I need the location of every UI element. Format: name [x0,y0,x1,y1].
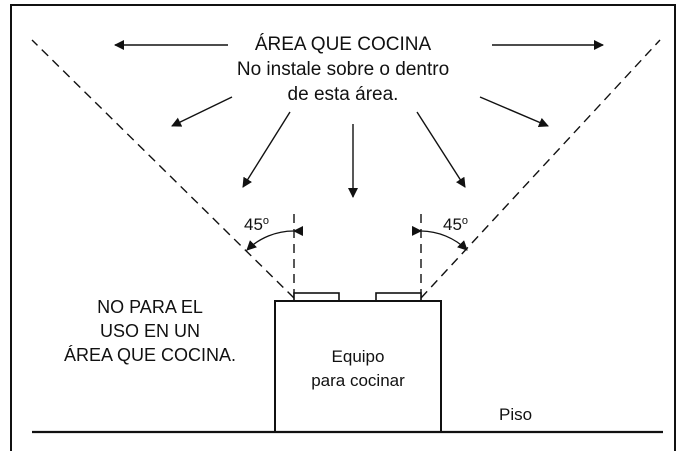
right-burner [375,292,422,302]
right-angle-value: 45 [443,215,462,234]
arrow-down-left-inner [242,111,291,188]
right-boundary-dashed-line [420,39,661,299]
left-angle-value: 45 [244,215,263,234]
right-angle-arc [411,225,468,251]
cooking-area-instruction-line-1: No instale sobre o dentro [236,59,450,80]
warning-line-2: USO EN UN [99,321,200,341]
warning-line-1: NO PARA EL [97,297,203,317]
arrow-down-right-outer [479,96,549,128]
cooking-area-title: ÁREA QUE COCINA [254,34,432,55]
cooking-area-instruction-line-2: de esta área. [287,84,399,105]
left-angle-arc [246,226,304,251]
left-angle-label: 45o [244,211,269,235]
right-angle-label: 45o [443,211,468,235]
left-angle-unit: o [262,215,270,227]
cooking-equipment-box [274,300,442,433]
equipment-label-line-2: para cocinar [311,371,405,390]
left-boundary-dashed-line [31,39,295,299]
arrow-down-right-inner [416,111,466,188]
frame-border [10,4,676,451]
right-angle-unit: o [461,215,469,227]
arrow-down-left-outer [171,96,233,127]
warning-line-3: ÁREA QUE COCINA. [63,345,237,365]
left-burner [293,292,340,302]
floor-label: Piso [499,405,533,424]
equipment-label-line-1: Equipo [331,347,385,366]
